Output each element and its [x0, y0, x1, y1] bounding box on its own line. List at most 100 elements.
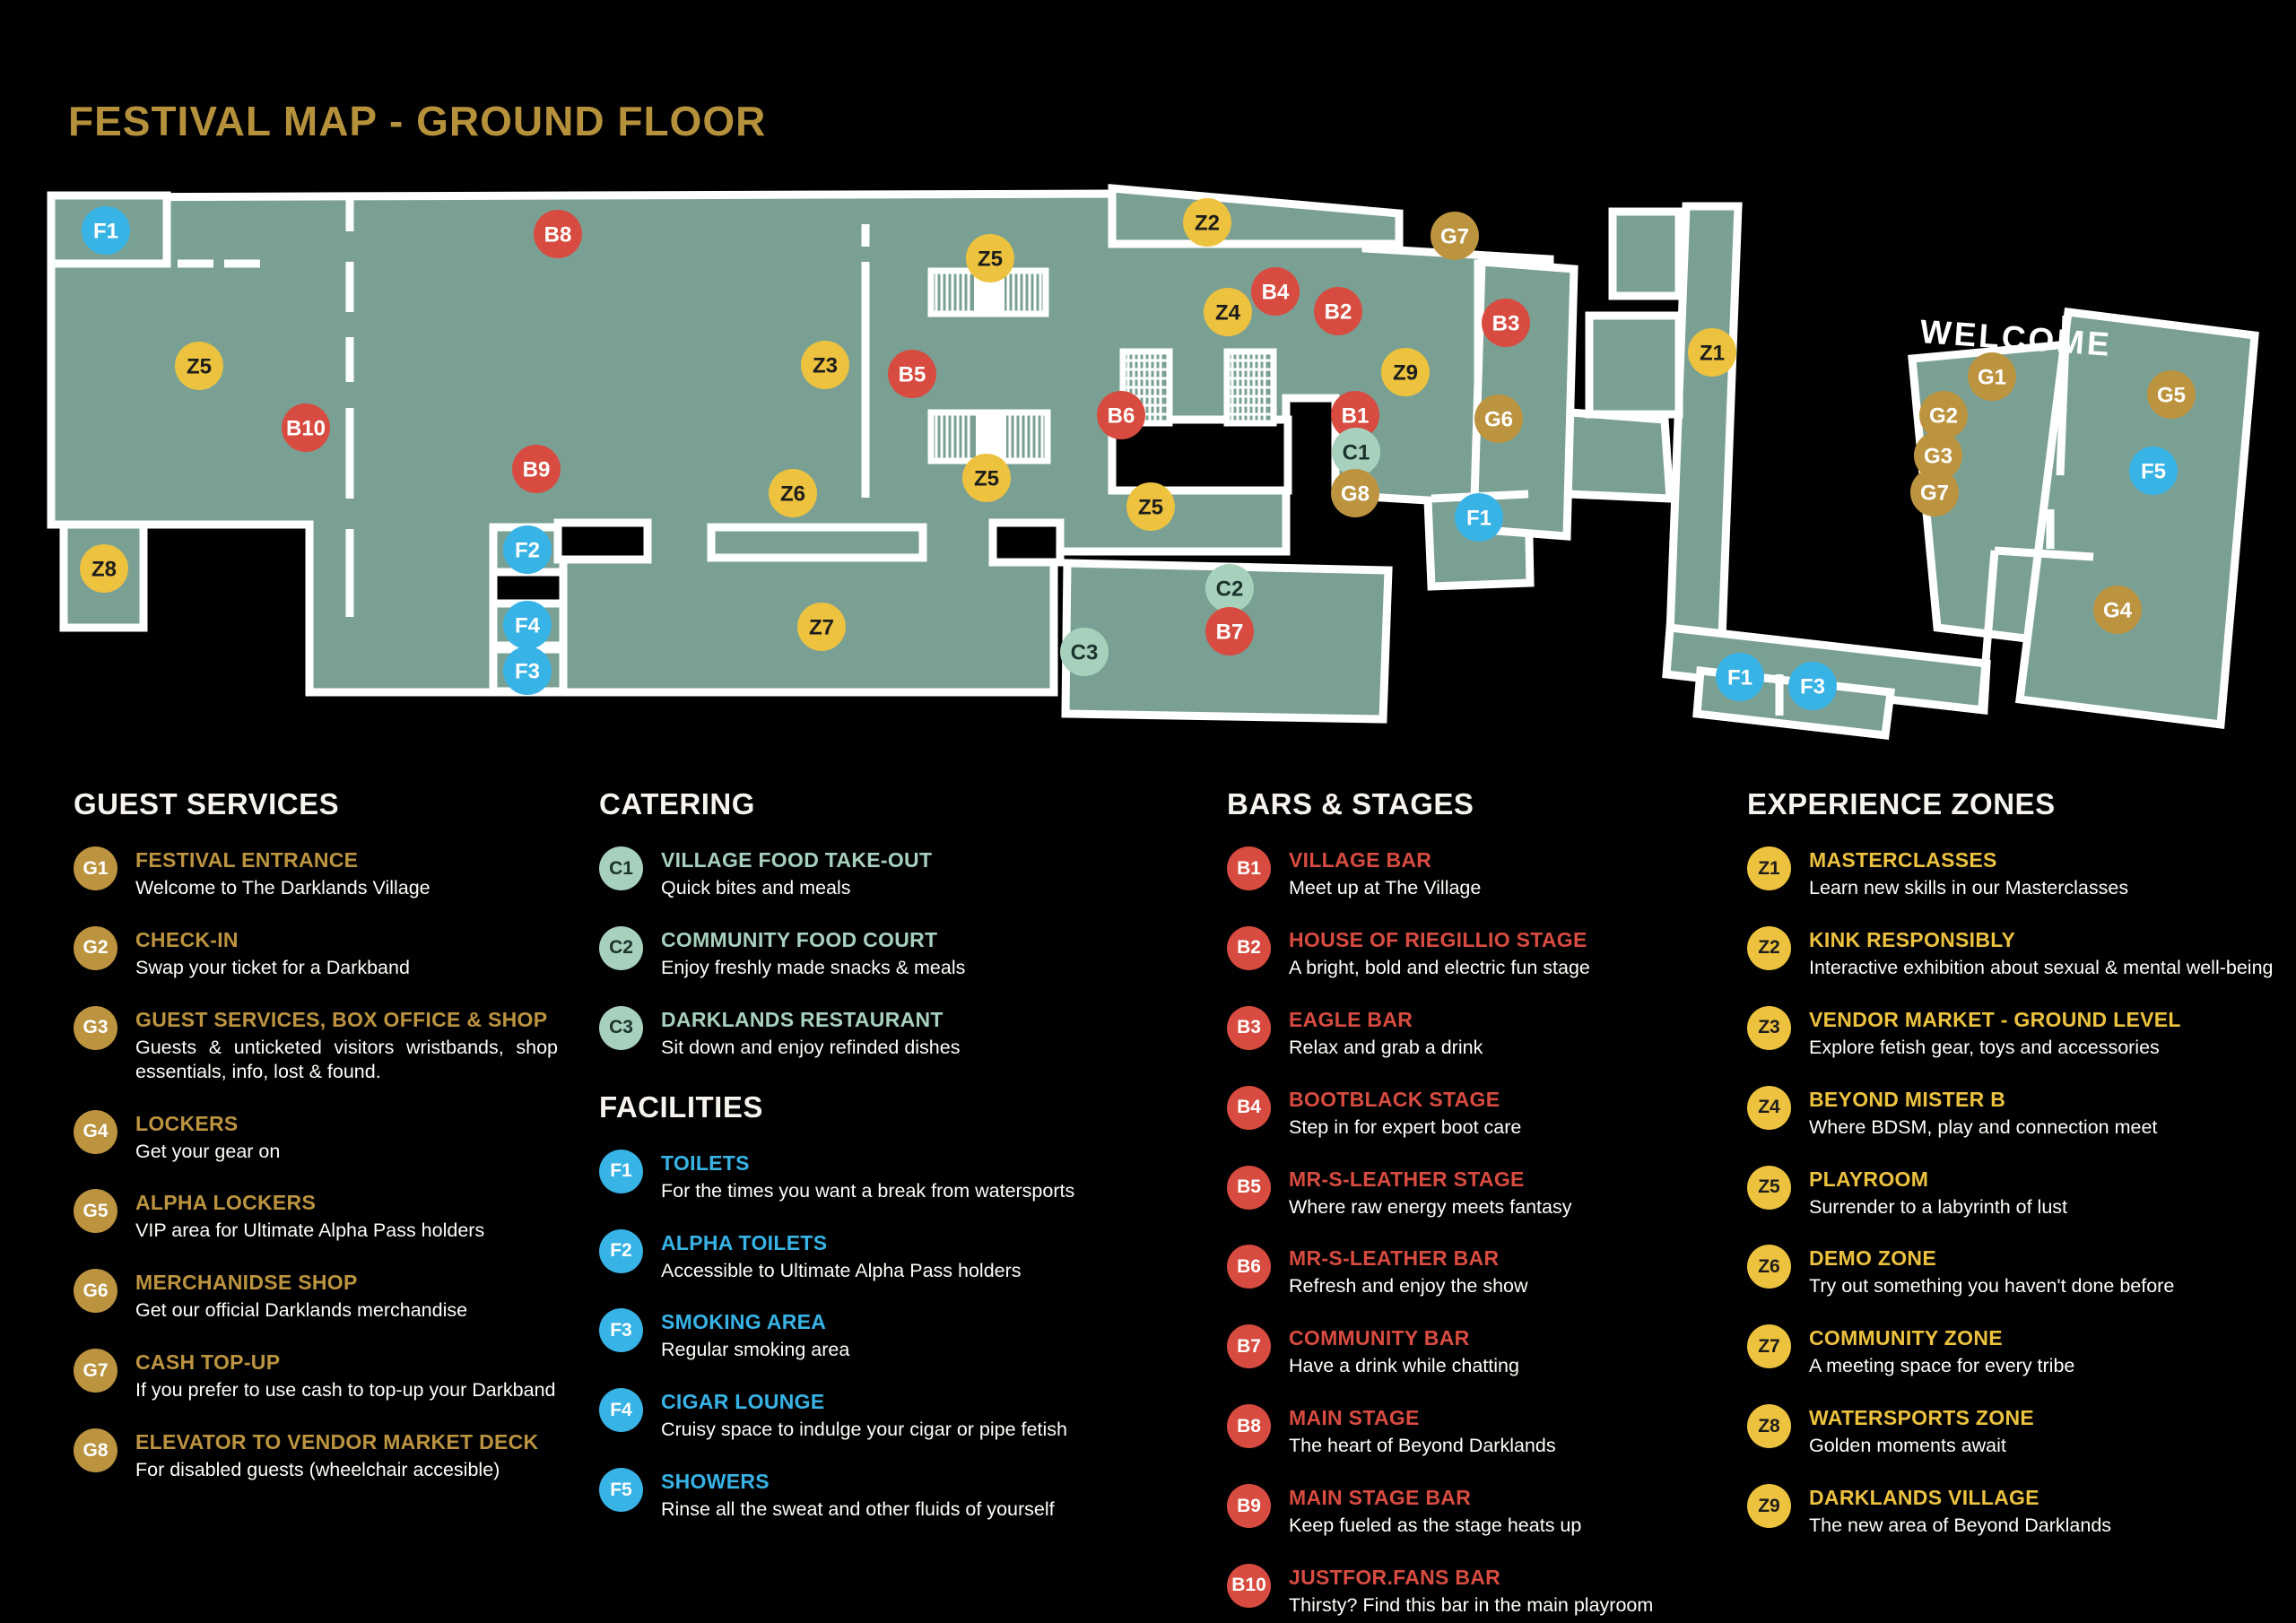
map-marker-Z5-a: Z5 — [175, 342, 223, 390]
svg-text:F2: F2 — [515, 539, 540, 563]
legend-item-badge: B6 — [1227, 1245, 1271, 1289]
legend-section-heading: BARS & STAGES — [1227, 787, 1474, 820]
svg-text:B5: B5 — [899, 363, 926, 387]
map-marker-Z9: Z9 — [1381, 348, 1430, 396]
legend-item-desc: Guests & unticketed visitors wristbands,… — [135, 1036, 558, 1082]
legend-item-desc: VIP area for Ultimate Alpha Pass holders — [135, 1219, 485, 1242]
legend-item-title: DARKLANDS VILLAGE — [1809, 1486, 2039, 1509]
svg-text:G2: G2 — [1929, 404, 1958, 429]
map-marker-C2: C2 — [1205, 564, 1254, 612]
svg-text:Z1: Z1 — [1700, 342, 1725, 366]
floor-room-z1-a — [1608, 207, 1683, 300]
legend-item-badge: G2 — [74, 925, 117, 970]
svg-text:Z5: Z5 — [978, 247, 1003, 272]
legend-item-badge: G1 — [74, 846, 117, 890]
legend-item-desc: Learn new skills in our Masterclasses — [1809, 877, 2129, 898]
legend-item-desc: Explore fetish gear, toys and accessorie… — [1809, 1036, 2160, 1058]
map-marker-F4: F4 — [503, 601, 552, 649]
svg-text:G4: G4 — [2103, 599, 2133, 623]
svg-text:F3: F3 — [515, 660, 540, 684]
legend-item-badge: G6 — [74, 1269, 117, 1314]
wall-right-building-internals — [1978, 315, 2094, 707]
map-marker-F3-a: F3 — [503, 647, 552, 695]
legend-section-heading: GUEST SERVICES — [74, 787, 340, 820]
svg-text:F1: F1 — [93, 220, 118, 244]
map-marker-Z8: Z8 — [80, 544, 128, 593]
svg-text:B2: B2 — [1325, 300, 1352, 325]
legend-item-title: CASH TOP-UP — [135, 1350, 281, 1375]
map-marker-Z5-c: Z5 — [962, 454, 1011, 502]
legend-item-badge: B9 — [1227, 1484, 1271, 1528]
legend-item-title: BOOTBLACK STAGE — [1289, 1087, 1500, 1111]
legend-item-badge: F1 — [599, 1149, 643, 1193]
legend-item-title: TOILETS — [661, 1150, 750, 1175]
legend-item-desc: Regular smoking area — [661, 1339, 850, 1361]
legend-item-badge: Z5 — [1747, 1165, 1791, 1210]
legend-item-desc: Rinse all the sweat and other fluids of … — [661, 1498, 1055, 1521]
legend-item-title: DEMO ZONE — [1809, 1246, 1936, 1271]
svg-text:Z9: Z9 — [1393, 361, 1418, 386]
map-marker-Z5-b: Z5 — [966, 234, 1014, 282]
legend-item-desc: Surrender to a labyrinth of lust — [1809, 1195, 2068, 1218]
svg-text:B6: B6 — [1108, 404, 1135, 429]
floor-right-building — [2014, 307, 2259, 730]
floor-room-z1-b — [1585, 311, 1683, 419]
map-marker-Z7: Z7 — [797, 603, 846, 651]
legend-item-title: VILLAGE BAR — [1289, 848, 1432, 872]
legend-item-desc: Interactive exhibition about sexual & me… — [1809, 956, 2274, 978]
legend-item-desc: Cruisy space to indulge your cigar or pi… — [661, 1419, 1067, 1441]
map-marker-G5: G5 — [2147, 370, 2196, 419]
legend-item-badge: B2 — [1227, 925, 1271, 970]
legend-item-desc: The heart of Beyond Darklands — [1289, 1435, 1556, 1457]
legend-item-desc: Swap your ticket for a Darkband — [135, 956, 410, 978]
legend-item-title: GUEST SERVICES, BOX OFFICE & SHOP — [135, 1007, 548, 1031]
legend-item-badge: B3 — [1227, 1005, 1271, 1050]
svg-text:Z8: Z8 — [91, 558, 117, 582]
legend-item-title: CIGAR LOUNGE — [661, 1390, 825, 1414]
legend-item-badge: B1 — [1227, 846, 1271, 890]
legend-item-badge: G4 — [74, 1109, 117, 1154]
legend-item-badge: Z4 — [1747, 1085, 1791, 1130]
map-marker-B9: B9 — [512, 445, 561, 493]
map-marker-Z1: Z1 — [1688, 328, 1736, 377]
legend-item-title: BEYOND MISTER B — [1809, 1087, 2006, 1111]
legend-item-badge: C1 — [599, 846, 643, 890]
svg-text:Z5: Z5 — [1138, 496, 1163, 520]
svg-text:B3: B3 — [1492, 312, 1520, 336]
legend-item-badge: Z7 — [1747, 1324, 1791, 1369]
legend-item-badge: B7 — [1227, 1324, 1271, 1369]
page-title: FESTIVAL MAP - GROUND FLOOR — [68, 98, 767, 144]
svg-text:F1: F1 — [1466, 507, 1492, 531]
